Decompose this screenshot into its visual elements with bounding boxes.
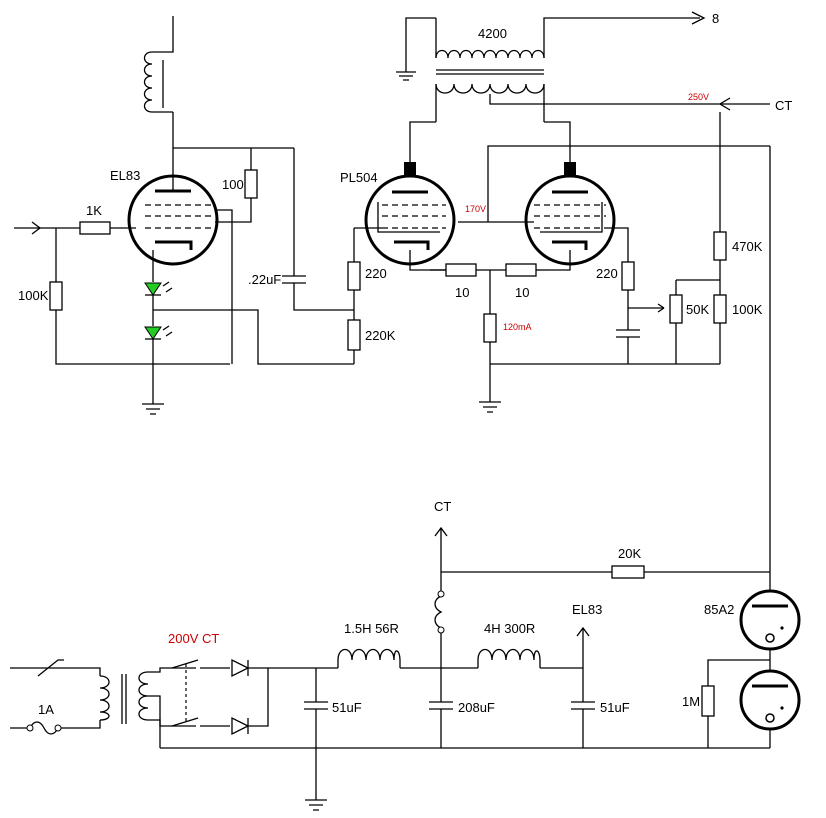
label-choke-1: 1.5H 56R: [344, 621, 399, 636]
label-ct-top: CT: [775, 98, 792, 113]
capacitor-bias: [616, 329, 640, 338]
label-el83-supply: EL83: [572, 602, 602, 617]
resistor-220-right: [621, 261, 635, 291]
capacitor-51uf-a: [304, 701, 328, 710]
label-10-left: 10: [455, 285, 469, 300]
capacitor-51uf-b: [571, 701, 595, 710]
mains-primary: [99, 675, 110, 721]
label-200v-ct: 200V CT: [168, 631, 219, 646]
resistor-20k: [611, 565, 645, 579]
label-470k: 470K: [732, 239, 763, 254]
resistor-100k-bias: [713, 294, 727, 324]
capacitor-022uf: [282, 275, 306, 284]
mains-secondary: [138, 671, 149, 721]
label-10-right: 10: [515, 285, 529, 300]
choke-4h: [477, 648, 541, 668]
thermistor: [37, 659, 64, 677]
label-170v: 170V: [465, 204, 486, 214]
power-supply: 1A 200V CT 51uF 1.5H 56R: [10, 146, 801, 811]
potentiometer-50k: [669, 294, 683, 324]
label-8-ohm: 8: [712, 11, 719, 26]
label-choke-2: 4H 300R: [484, 621, 535, 636]
output-transformer: 8 4200 250V CT: [396, 11, 792, 122]
el83-plate-choke: [143, 51, 153, 113]
resistor-120ma-sense: [483, 313, 497, 343]
label-20k: 20K: [618, 546, 641, 561]
diode-2: [231, 716, 250, 736]
resistor-220k: [347, 319, 361, 351]
pl504-right-anode-cap: [564, 162, 576, 176]
label-100k-bias: 100K: [732, 302, 763, 317]
resistor-1m: [701, 685, 715, 717]
ground-el83: [142, 403, 164, 415]
label-4200: 4200: [478, 26, 507, 41]
pl504-stage: 220 220K PL504 170V: [340, 112, 770, 413]
label-022uf: .22uF: [248, 272, 281, 287]
label-1k: 1K: [86, 203, 102, 218]
label-250v: 250V: [688, 92, 709, 102]
label-220k: 220K: [365, 328, 396, 343]
label-51uf-b: 51uF: [600, 700, 630, 715]
ground-pl504: [479, 401, 501, 413]
resistor-100: [244, 169, 258, 199]
fuse-1a: [29, 721, 59, 735]
ot-secondary-coil: [435, 49, 545, 59]
label-220-right: 220: [596, 266, 618, 281]
resistor-1k: [79, 221, 111, 235]
ot-primary-coil: [435, 83, 545, 94]
label-208uf: 208uF: [458, 700, 495, 715]
resistor-220-left: [347, 261, 361, 291]
choke-1-5h: [337, 648, 401, 668]
el83-stage: 1K 100K EL83 100: [14, 16, 354, 415]
label-pl504: PL504: [340, 170, 378, 185]
led-2: [144, 326, 162, 340]
label-el83: EL83: [110, 168, 140, 183]
resistor-10-right: [505, 263, 537, 277]
label-50k: 50K: [686, 302, 709, 317]
label-100: 100: [222, 177, 244, 192]
label-1m: 1M: [682, 694, 700, 709]
ground-secondary: [396, 71, 416, 81]
capacitor-208uf: [429, 701, 453, 710]
label-ct-psu: CT: [434, 499, 451, 514]
resistor-100k-input: [49, 281, 63, 311]
ground-psu: [305, 799, 327, 811]
label-100k-input: 100K: [18, 288, 49, 303]
label-1a: 1A: [38, 702, 54, 717]
pl504-left-anode-cap: [404, 162, 416, 176]
label-120ma: 120mA: [503, 322, 532, 332]
ct-fuse-coil: [434, 595, 443, 629]
diode-1: [231, 658, 250, 678]
label-85a2: 85A2: [704, 602, 734, 617]
label-51uf-a: 51uF: [332, 700, 362, 715]
resistor-470k: [713, 231, 727, 261]
led-1: [144, 282, 162, 296]
label-220-left: 220: [365, 266, 387, 281]
resistor-10-left: [445, 263, 477, 277]
